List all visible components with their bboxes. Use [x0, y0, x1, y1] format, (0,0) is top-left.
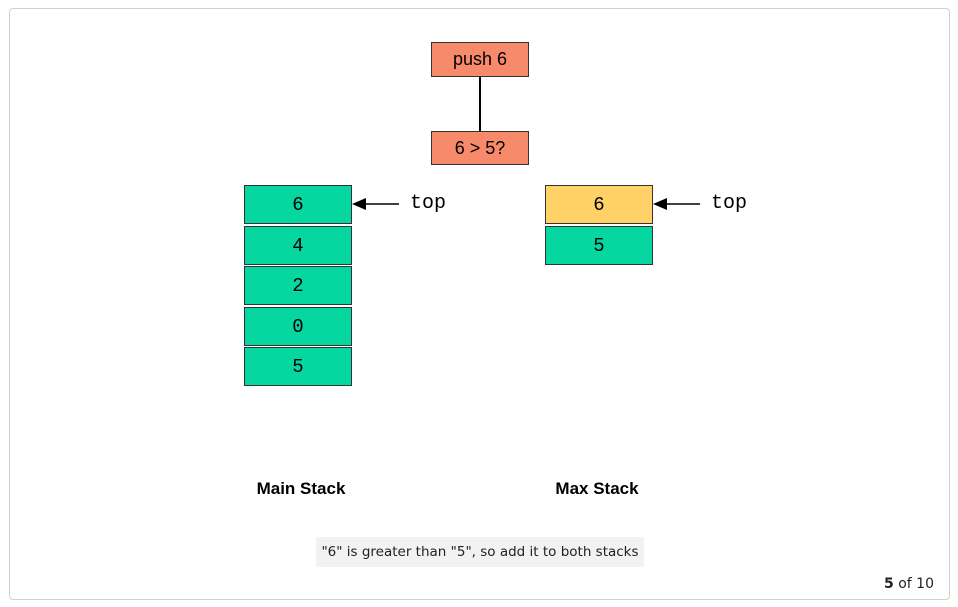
max-stack-cell-value: 6 — [593, 193, 605, 216]
main-stack-cell: 5 — [244, 347, 352, 386]
max-stack-top-label: top — [711, 192, 748, 215]
main-stack-cell: 2 — [244, 266, 352, 305]
main-stack-cell-value: 6 — [292, 193, 304, 216]
step-caption-text: "6" is greater than "5", so add it to bo… — [321, 544, 639, 560]
main-stack-cell-value: 0 — [292, 315, 304, 338]
main-stack-title: Main Stack — [256, 479, 346, 498]
push-operation-label: push 6 — [452, 49, 508, 69]
main-stack-cell: 0 — [244, 307, 352, 346]
max-stack-title: Max Stack — [555, 479, 639, 498]
max-stack-top-arrow-icon — [653, 198, 700, 210]
pager-current: 5 — [884, 576, 894, 592]
push-operation-box: push 6 — [431, 42, 529, 77]
main-stack-top-arrow-icon — [352, 198, 399, 210]
main-stack-top-label: top — [410, 192, 447, 215]
main-stack-cell-value: 5 — [292, 355, 304, 378]
main-stack-cell-value: 4 — [292, 234, 304, 257]
max-stack-cell-value: 5 — [593, 234, 605, 257]
main-stack-cell: 6 — [244, 185, 352, 224]
operation-connector — [479, 77, 481, 131]
max-stack-cell-new: 6 — [545, 185, 653, 224]
step-caption: "6" is greater than "5", so add it to bo… — [316, 537, 644, 567]
max-stack-cell: 5 — [545, 226, 653, 265]
comparison-box: 6 > 5? — [431, 131, 529, 165]
step-pager: 5 of 10 — [884, 576, 934, 592]
pager-total: 10 — [916, 576, 934, 592]
pager-separator: of — [898, 576, 912, 592]
comparison-label: 6 > 5? — [454, 137, 506, 158]
main-stack-cell-value: 2 — [292, 274, 304, 297]
main-stack-cell: 4 — [244, 226, 352, 265]
